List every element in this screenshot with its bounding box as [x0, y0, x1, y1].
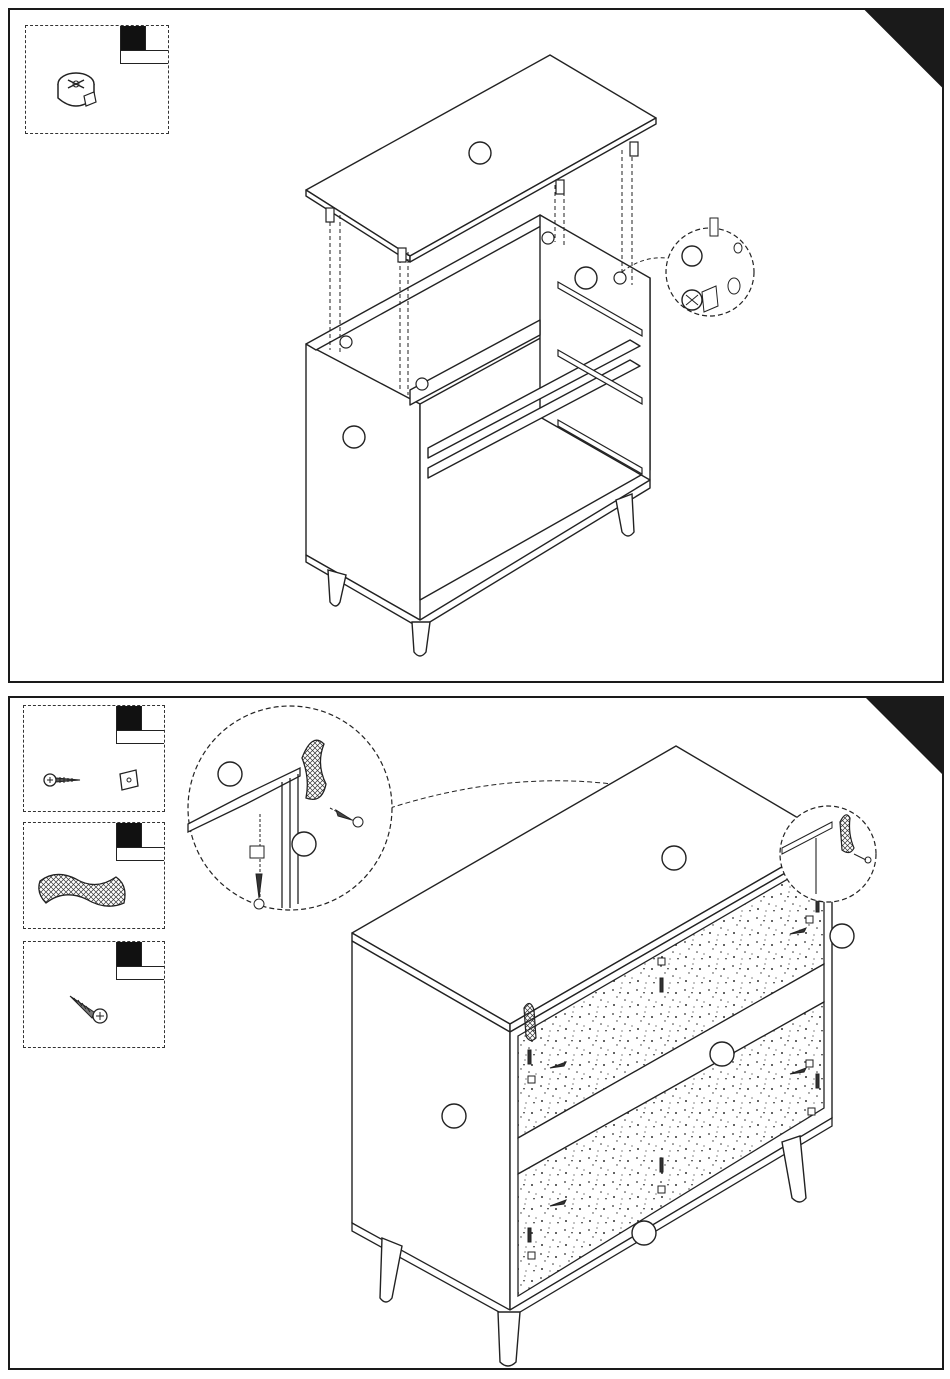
part-circle-top — [469, 142, 491, 164]
leg-front-right — [412, 622, 430, 656]
part-circle-right — [830, 924, 854, 948]
handle-detail-small-callout — [780, 806, 876, 902]
step-2-assembly-drawing — [10, 698, 946, 1372]
handle-left — [524, 1003, 536, 1040]
part-circle-side — [442, 1104, 466, 1128]
cam-lock-detail-callout — [666, 218, 754, 316]
leg-back-right — [616, 494, 634, 536]
leg-front-left — [380, 1238, 402, 1302]
step-1-assembly-drawing — [10, 10, 946, 685]
left-side-panel — [306, 344, 420, 620]
leg-front-right — [498, 1312, 520, 1366]
handle-detail-callout — [188, 706, 392, 910]
part-circle-drawer-top — [710, 1042, 734, 1066]
leg-front-left — [328, 570, 346, 606]
part-circle-right-panel — [575, 267, 597, 289]
step-2-panel — [8, 696, 944, 1370]
part-circle-left-side — [343, 426, 365, 448]
part-circle-top — [662, 846, 686, 870]
step-1-panel — [8, 8, 944, 683]
leg-back-right — [782, 1136, 806, 1202]
part-circle-drawer-bottom — [632, 1221, 656, 1245]
